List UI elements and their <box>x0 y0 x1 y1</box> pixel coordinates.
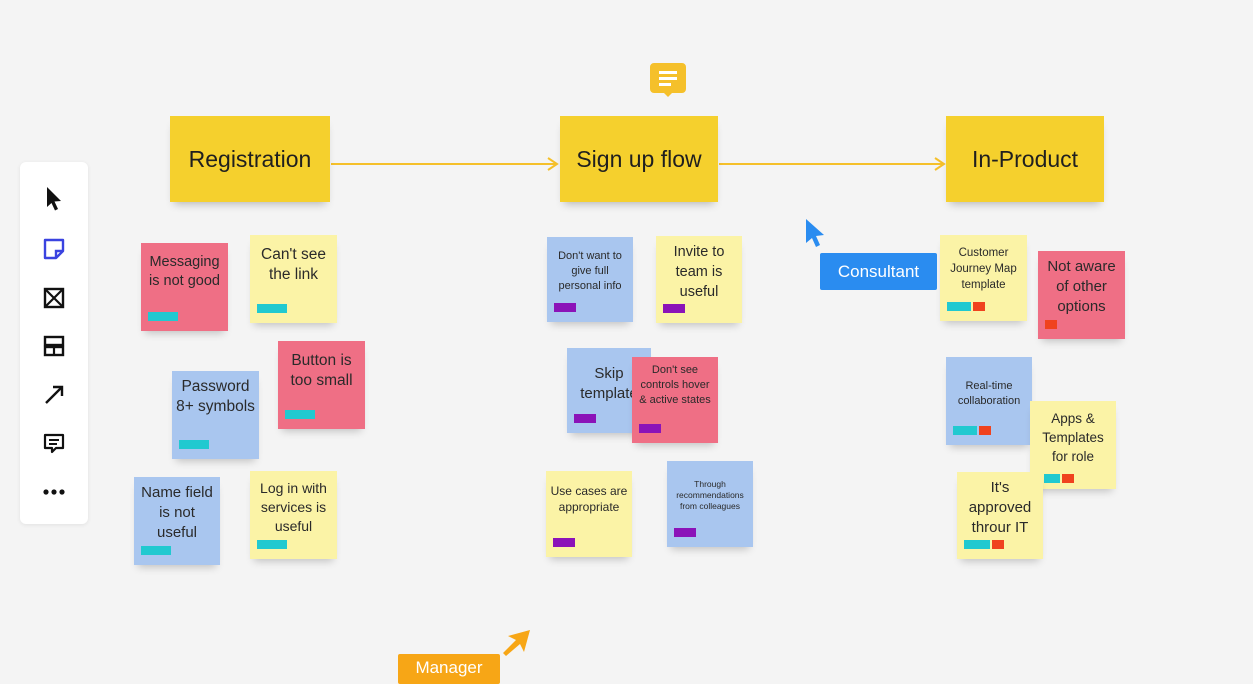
sticky-text: Name field is not useful <box>141 484 213 541</box>
sticky-note[interactable]: Don't want to give full personal info <box>547 237 633 322</box>
tag-chip <box>947 302 971 311</box>
tag-chip <box>1045 320 1057 329</box>
tag-chip <box>979 426 991 435</box>
header-inproduct-label: In-Product <box>971 145 1079 172</box>
connection-line-tool-button[interactable] <box>34 375 74 415</box>
sticky-note[interactable]: Not aware of other options <box>1038 251 1125 339</box>
tag-chip <box>663 304 685 313</box>
tag-chip <box>574 414 596 423</box>
arrowhead-inproduct <box>934 157 946 171</box>
sticky-text: Invite to team is useful <box>673 244 725 300</box>
arrow-line-icon <box>45 385 64 404</box>
more-icon <box>43 489 65 495</box>
sticky-note-icon <box>43 238 65 260</box>
sticky-note[interactable]: Log in with services is useful <box>250 471 337 559</box>
sticky-text: Customer Journey Map template <box>950 247 1017 291</box>
tag-chip <box>257 304 287 313</box>
templates-icon <box>43 335 65 357</box>
sticky-text: Not aware of other options <box>1047 258 1116 315</box>
consultant-name: Consultant <box>837 261 920 281</box>
consultant-cursor-icon <box>806 219 824 247</box>
sticky-note[interactable]: Through recommendations from colleagues <box>667 461 753 547</box>
sticky-note[interactable]: Apps & Templates for role <box>1030 401 1116 489</box>
tag-chip <box>953 426 977 435</box>
consultant-cursor-label: Consultant <box>820 253 937 290</box>
sticky-text: Button is too small <box>290 352 353 389</box>
sticky-text: Apps & Templates for role <box>1042 411 1104 464</box>
manager-cursor-label: Manager <box>398 654 500 684</box>
sticky-note[interactable]: Button is too small <box>278 341 365 429</box>
arrowhead-signup <box>547 157 559 171</box>
left-toolbar <box>20 162 88 524</box>
sticky-text: Log in with services is useful <box>260 480 327 534</box>
sticky-note[interactable]: Don't see controls hover & active states <box>632 357 718 443</box>
comment-bubble-icon[interactable] <box>649 62 687 103</box>
manager-name: Manager <box>415 658 483 677</box>
frame-tool-button[interactable] <box>34 278 74 318</box>
sticky-text: Can't see the link <box>261 246 326 283</box>
sticky-text: It's approved throur IT <box>968 479 1032 536</box>
tag-chip <box>257 540 287 549</box>
header-note-inproduct[interactable]: In-Product <box>946 116 1104 202</box>
tag-chip <box>1044 474 1060 483</box>
header-note-signup[interactable]: Sign up flow <box>560 116 718 202</box>
sticky-text: Real-time collaboration <box>957 380 1021 407</box>
sticky-note[interactable]: Password 8+ symbols <box>172 371 259 459</box>
sticky-note[interactable]: Can't see the link <box>250 235 337 323</box>
sticky-note[interactable]: Invite to team is useful <box>656 236 742 323</box>
tag-chip <box>141 546 171 555</box>
sticky-note[interactable]: Messaging is not good <box>141 243 228 331</box>
sticky-note[interactable]: It's approved throur IT <box>957 472 1043 559</box>
sticky-note[interactable]: Customer Journey Map template <box>940 235 1027 321</box>
templates-tool-button[interactable] <box>34 326 74 366</box>
tag-chip <box>639 424 661 433</box>
sticky-text: Skip template <box>580 365 638 402</box>
sticky-text: Messaging is not good <box>149 254 220 289</box>
comment-tool-button[interactable] <box>34 424 74 464</box>
tag-chip <box>285 410 315 419</box>
tag-chip <box>674 528 696 537</box>
sticky-text: Don't want to give full personal info <box>558 250 622 292</box>
tag-chip <box>148 312 178 321</box>
sticky-text: Don't see controls hover & active states <box>639 364 711 406</box>
sticky-note[interactable]: Real-time collaboration <box>946 357 1032 445</box>
tag-chip <box>553 538 575 547</box>
sticky-text: Through recommendations from colleagues <box>676 479 744 511</box>
manager-cursor-icon <box>503 630 530 656</box>
frame-icon <box>43 287 65 309</box>
sticky-text: Password 8+ symbols <box>176 378 255 415</box>
sticky-note[interactable]: Name field is not useful <box>134 477 220 565</box>
tag-chip <box>964 540 990 549</box>
sticky-text: Use cases are appropriate <box>550 484 628 514</box>
more-tools-button[interactable] <box>34 472 74 512</box>
select-tool-button[interactable] <box>34 179 74 219</box>
cursor-arrow-icon <box>47 187 61 211</box>
tag-chip <box>1062 474 1074 483</box>
sticky-note[interactable]: Use cases are appropriate <box>546 471 632 557</box>
sticky-note-tool-button[interactable] <box>34 229 74 269</box>
tag-chip <box>179 440 209 449</box>
tag-chip <box>992 540 1004 549</box>
tag-chip <box>554 303 576 312</box>
comment-icon <box>43 433 65 454</box>
header-registration-label: Registration <box>188 145 312 172</box>
header-signup-label: Sign up flow <box>576 145 702 172</box>
header-note-registration[interactable]: Registration <box>170 116 330 202</box>
tag-chip <box>973 302 985 311</box>
